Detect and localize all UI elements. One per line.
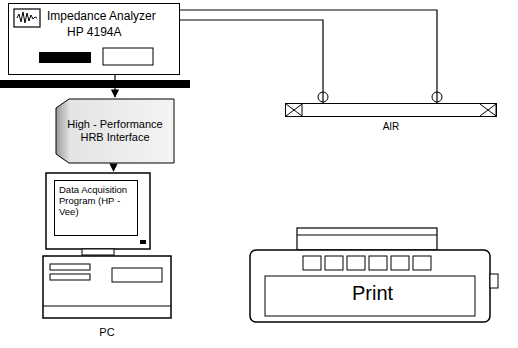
printer-drawing — [245, 226, 500, 330]
sample-label: AIR — [286, 121, 496, 133]
sample-tube — [286, 104, 498, 118]
interface-title: High - Performance — [67, 118, 162, 131]
instrument-box: Impedance Analyzer HP 4194A — [8, 3, 180, 75]
printer-label: Print — [245, 282, 500, 305]
computer-label: PC — [42, 326, 172, 339]
instrument-name: Impedance Analyzer — [47, 10, 156, 24]
air-tube: AIR — [285, 103, 497, 117]
interface-title: HRB Interface — [80, 131, 149, 144]
measurement-lead — [180, 10, 437, 103]
instrument-base-bar — [0, 80, 190, 88]
data-flow-arrow — [113, 164, 114, 171]
program-name: Data Acquisition Program (HP - Vee) — [55, 181, 137, 222]
monitor-screen: Data Acquisition Program (HP - Vee) — [54, 180, 138, 236]
interface-box: High - PerformanceHRB Interface — [55, 98, 175, 164]
model-number: HP 4194A — [67, 26, 122, 40]
computer: PCData Acquisition Program (HP - Vee) — [42, 172, 172, 322]
data-flow-arrow — [114, 75, 115, 97]
measurement-lead — [180, 20, 323, 103]
printer: Print — [245, 226, 500, 330]
